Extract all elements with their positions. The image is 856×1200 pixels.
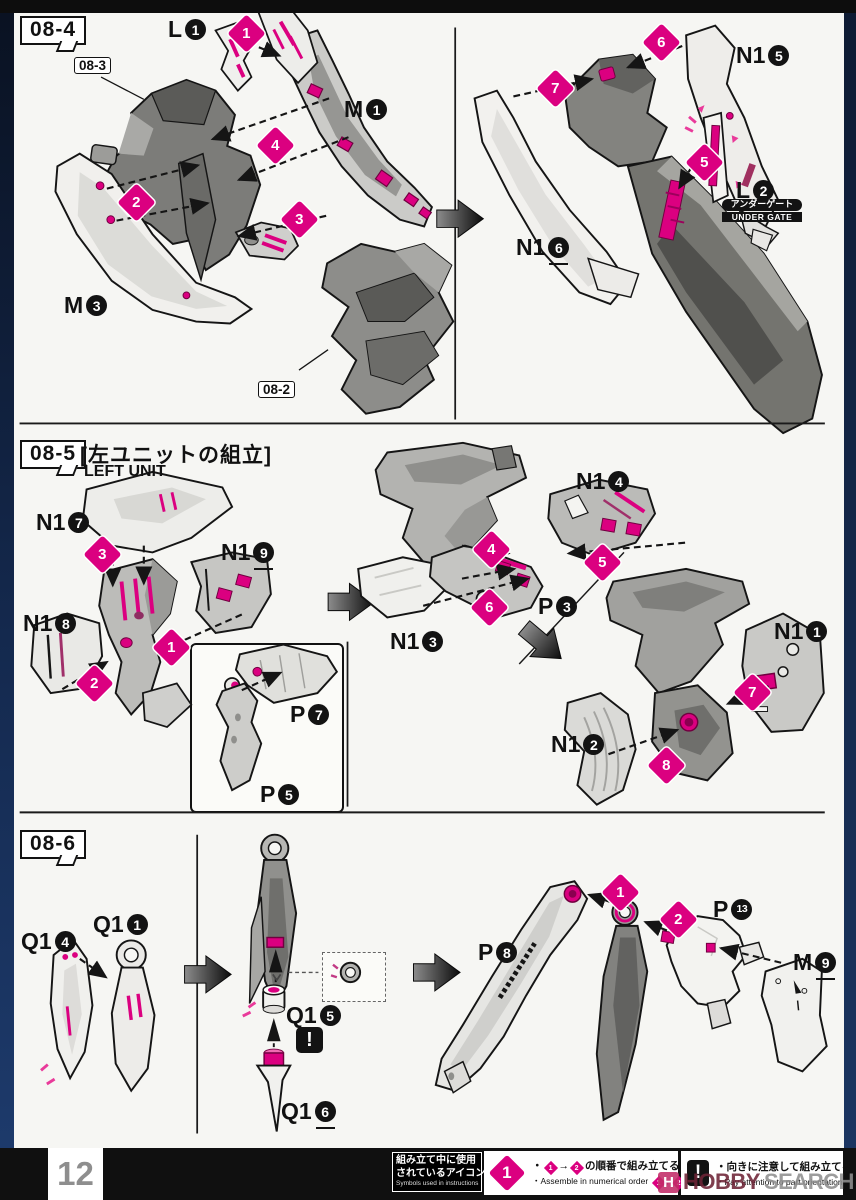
illustration-dark-fin [595,898,649,1122]
illustration-part-M1 [287,29,434,228]
illustration-part-M9 [760,957,828,1073]
illustration-part-Q11 [110,939,156,1093]
section-header-08-4: 08-4 [20,16,87,45]
orientation-warning-icon: ! [296,1027,323,1053]
section-header-08-6: 08-6 [20,830,87,859]
illustration-part-N16 [473,89,640,306]
illustration-part-N15 [685,24,780,252]
illustration-08-2-assembly [321,242,455,415]
illustration-part-P8 [434,880,589,1094]
mini-diamond-icon: 1 [543,1160,558,1175]
section-08-5-illustration [19,441,825,814]
illustration-part-N17 [81,470,234,554]
section-08-4-illustration [19,13,825,435]
diamond-1-icon: 1 [488,1154,526,1192]
illustration-main-assembly [563,53,823,435]
illustration-part-Q16 [255,1048,292,1132]
book-spine-edge [0,13,14,1148]
illustration-part-N19 [190,551,272,634]
transition-arrow [184,954,232,994]
watermark: H HOBBY SEARCH [658,1169,854,1195]
page-right-edge [844,13,856,1148]
warning-icon: ! [687,1160,709,1186]
illustration-part-top-white [257,13,319,85]
transition-arrow [436,199,485,239]
mini-diamond-icon: 2 [569,1160,585,1175]
transition-arrow [327,582,376,622]
section-header-08-5: 08-5 [20,440,87,469]
under-gate-label: アンダーゲート UNDER GATE [722,199,802,223]
detail-view-ring [330,961,362,984]
transition-arrow [412,953,461,992]
illustration-part-P13 [660,915,765,1030]
callout-08-2: 08-2 [258,381,296,398]
symbols-used-box: 組み立て中に使用 されているアイコン Symbols used in instr… [392,1152,485,1192]
illustration-part-N13 [357,556,450,619]
bottom-bar: 12 組み立て中に使用 されているアイコン Symbols used in in… [0,1148,856,1200]
illustration-middle-assembly [374,441,528,567]
callout-08-3: 08-3 [74,57,112,74]
page-number: 12 [48,1148,103,1200]
illustration-part-N14 [547,478,657,557]
illustration-part-M3 [54,152,254,325]
illustration-part-Q15 [262,984,286,1014]
section-title-en: LEFT UNIT [84,463,166,480]
hobby-search-icon: H [658,1171,679,1193]
section-08-6-illustration [40,833,828,1134]
legend-orientation: ! ・向きに注意して組み立てる ・Pay attention to part o… [681,1151,852,1195]
scan-top-edge [0,0,856,13]
transition-arrow-diagonal [517,620,562,660]
section-title-jp: [左ユニットの組立] [80,444,272,467]
illustration-part-P5 [215,677,263,792]
illustration-part-Q14 [40,938,94,1086]
